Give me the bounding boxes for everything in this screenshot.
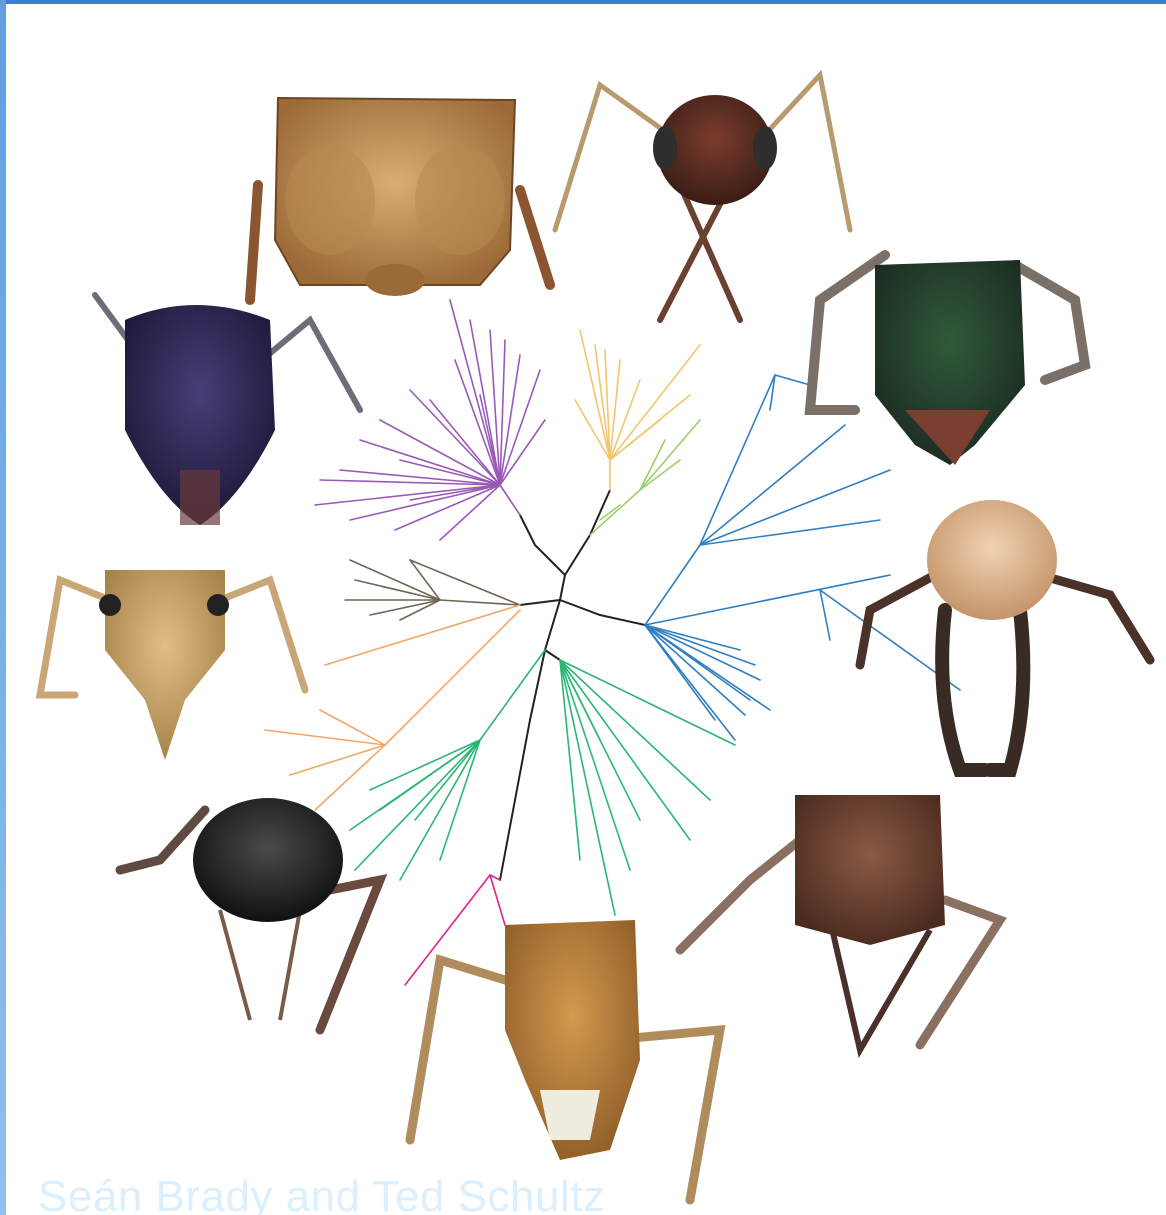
image-credit: Seán Brady and Ted Schultz	[38, 1172, 605, 1215]
ant-head-specimen-2	[555, 75, 850, 320]
ant-head-specimen-7	[120, 798, 380, 1030]
ant-head-specimen-9	[410, 920, 720, 1200]
clade-graybrown	[345, 560, 520, 620]
ant-head-specimen-1	[250, 98, 550, 300]
clade-purple	[315, 300, 545, 540]
ant-head-specimen-4	[95, 295, 360, 525]
ant-head-specimen-5	[860, 500, 1150, 770]
ant-head-specimen-6	[40, 570, 305, 760]
clade-green	[350, 650, 735, 915]
ant-head-specimen-3	[810, 255, 1085, 465]
clade-yellow	[575, 330, 700, 490]
ant-head-specimen-8	[680, 795, 1000, 1050]
